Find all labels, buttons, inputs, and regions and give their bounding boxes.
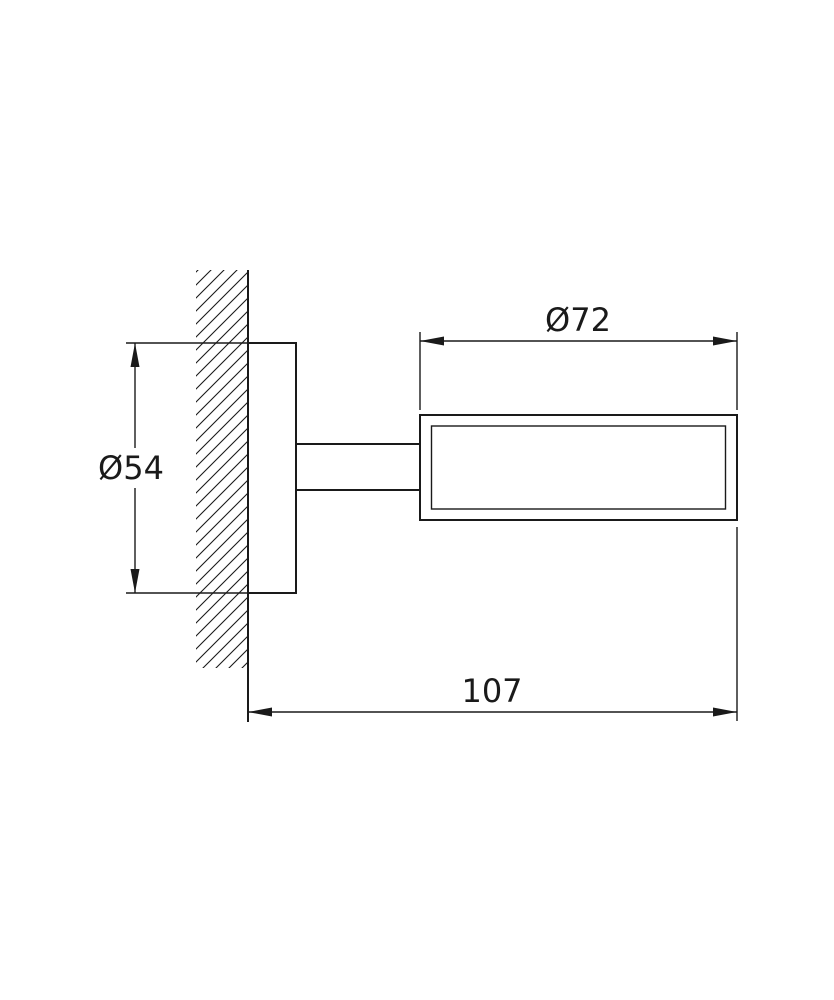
holder-inner-edge <box>430 425 727 510</box>
dim-plate-diameter: Ø54 <box>98 342 248 594</box>
dim-label-plate-diameter: Ø54 <box>98 449 164 487</box>
dim-projection-length: 107 <box>248 527 738 721</box>
arrowhead-left <box>420 336 444 346</box>
mounting-plate <box>247 342 297 594</box>
holder-assembly <box>247 342 738 594</box>
arrowhead-down <box>130 569 140 593</box>
holder-body <box>419 414 738 521</box>
arrowhead-right <box>713 707 737 717</box>
dim-label-holder-diameter: Ø72 <box>545 301 611 339</box>
dim-holder-diameter: Ø72 <box>419 301 738 410</box>
wall-hatch <box>196 270 248 668</box>
arrowhead-up <box>130 343 140 367</box>
dim-label-projection-length: 107 <box>461 672 522 710</box>
stem <box>295 443 421 491</box>
wall <box>196 270 249 722</box>
arrowhead-right <box>713 336 737 346</box>
arrowhead-left <box>248 707 272 717</box>
